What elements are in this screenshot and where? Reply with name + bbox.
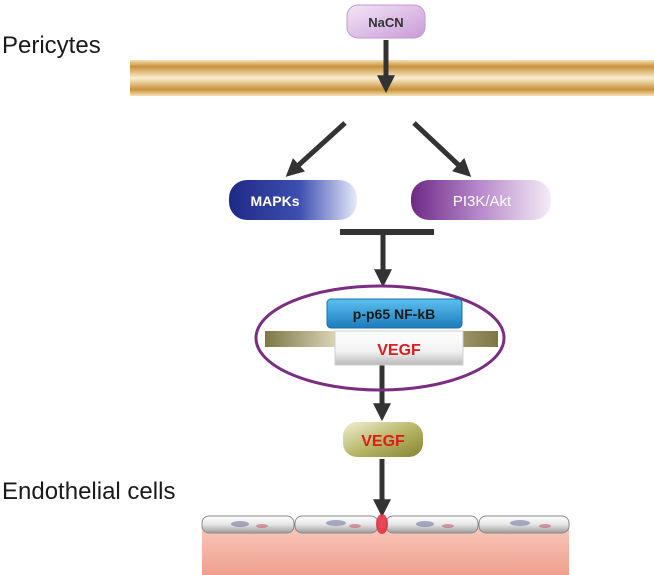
nacn-label: NaCN <box>368 15 403 30</box>
endothelial-layer <box>201 514 570 575</box>
arrow-to-pi3k <box>412 121 472 177</box>
endothelial-cells-label: Endothelial cells <box>2 478 176 505</box>
vegf-protein-node: VEGF <box>343 422 423 457</box>
cell-red-speckles <box>256 524 551 528</box>
pi3k-akt-node: PI3K/Akt <box>411 180 551 220</box>
pi3k-akt-label: PI3K/Akt <box>453 193 512 210</box>
vegf-protein-label: VEGF <box>361 433 405 450</box>
cell-nuclei-speckles <box>231 520 530 527</box>
vegf-gene-label: VEGF <box>377 342 421 359</box>
pericytes-label: Pericytes <box>2 32 101 59</box>
nacn-node: NaCN <box>346 4 426 39</box>
endothelial-tissue <box>202 528 569 575</box>
vegf-gene-node: VEGF <box>334 330 464 366</box>
nucleus-outline <box>254 284 506 392</box>
pericyte-membrane <box>130 60 654 96</box>
arrow-to-mapks <box>285 121 347 177</box>
cell-junction-gap <box>376 514 388 534</box>
p65-nfkb-label: p-p65 NF-kB <box>353 306 435 322</box>
mapks-label: MAPKs <box>250 193 299 209</box>
p65-nfkb-node: p-p65 NF-kB <box>326 298 463 329</box>
mapks-node: MAPKs <box>229 180 357 220</box>
